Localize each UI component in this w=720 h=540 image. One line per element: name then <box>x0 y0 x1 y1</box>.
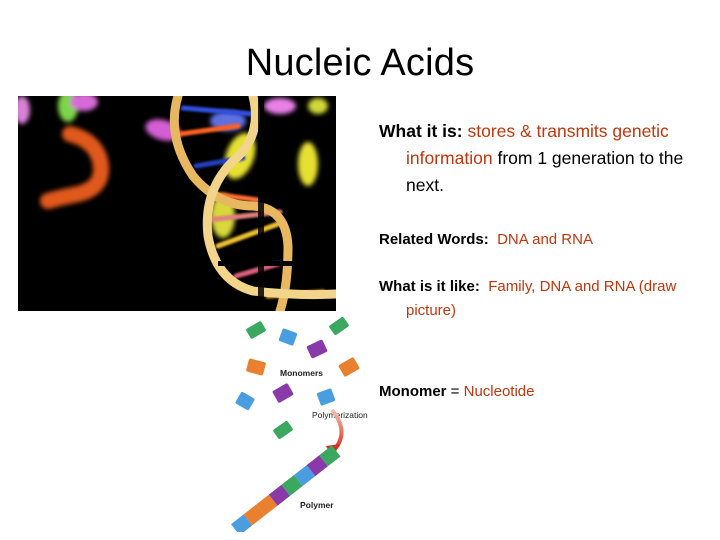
polymerization-label: Polymerization <box>312 410 368 420</box>
related-words-paragraph: Related Words: DNA and RNA <box>379 228 699 252</box>
related-words-value: DNA and RNA <box>497 231 593 248</box>
monomer-label: Monomer <box>379 383 447 400</box>
dna-helix-illustration <box>18 96 336 311</box>
dna-helix-image <box>18 96 336 311</box>
polymer-label: Polymer <box>300 500 334 510</box>
related-words-label: Related Words: <box>379 231 489 248</box>
monomers-label: Monomers <box>280 368 323 378</box>
what-it-is-definition: stores & transmits genetic information <box>406 121 669 168</box>
slide-title: Nucleic Acids <box>245 42 475 84</box>
what-it-is-paragraph: What it is: stores & transmits genetic i… <box>379 118 699 199</box>
what-is-it-like-paragraph: What is it like: Family, DNA and RNA (dr… <box>379 275 699 323</box>
definition-content: What it is: stores & transmits genetic i… <box>379 118 699 404</box>
what-is-it-like-value: Family, DNA and RNA (draw picture) <box>406 278 677 319</box>
polymerization-diagram: Monomers Polymerization Polymer <box>222 312 372 536</box>
monomer-equals: = <box>450 383 460 400</box>
what-it-is-rest: from 1 generation to the next. <box>406 148 684 195</box>
monomer-polymer-illustration: Monomers Polymerization Polymer <box>231 316 368 536</box>
what-is-it-like-label: What is it like: <box>379 278 480 295</box>
what-it-is-label: What it is: <box>379 121 463 141</box>
monomer-paragraph: Monomer = Nucleotide <box>379 380 699 404</box>
monomer-value: Nucleotide <box>463 383 535 400</box>
